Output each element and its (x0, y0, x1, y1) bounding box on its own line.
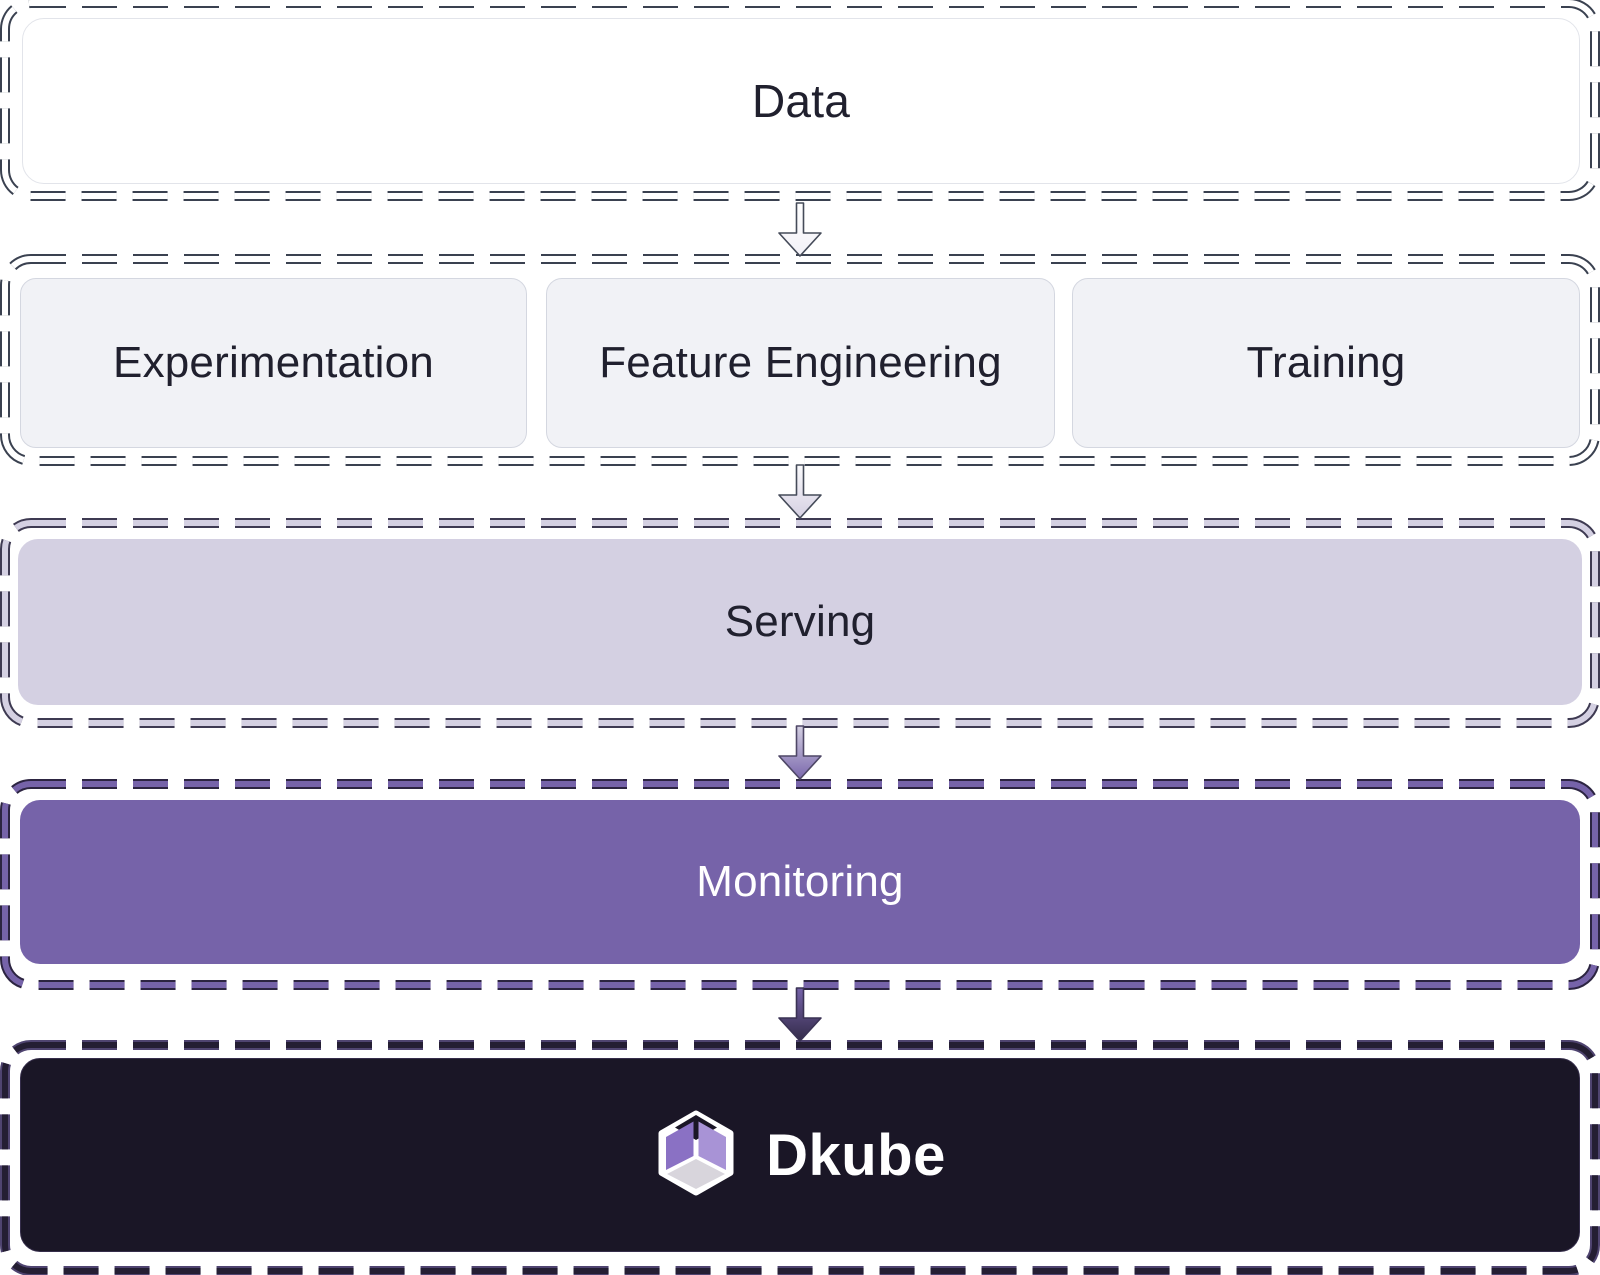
platform-section-dashed-border (0, 1040, 1600, 1275)
stages-section-dashed-border (0, 254, 1600, 466)
serving-label: Serving (724, 597, 876, 646)
experimentation-box: Experimentation (20, 278, 527, 448)
training-box: Training (1072, 278, 1580, 448)
feature-engineering-box: Feature Engineering (546, 278, 1055, 448)
arrow-monitoring-to-platform (778, 987, 822, 1042)
dkube-cube-icon (658, 1110, 734, 1196)
training-label: Training (1246, 338, 1406, 387)
monitoring-label: Monitoring (696, 857, 904, 906)
experimentation-label: Experimentation (113, 338, 434, 387)
serving-section-dashed-border (0, 518, 1600, 728)
data-label: Data (752, 75, 850, 127)
arrow-stages-to-serving (778, 464, 822, 519)
dkube-wordmark: Dkube (766, 1122, 946, 1188)
data-box: Data (22, 18, 1580, 184)
arrow-serving-to-monitoring (778, 725, 822, 780)
feature-engineering-label: Feature Engineering (599, 338, 1002, 387)
data-section-dashed-border (0, 0, 1600, 201)
arrow-data-to-stages (778, 202, 822, 257)
monitoring-section-dashed-border (0, 779, 1600, 990)
monitoring-box: Monitoring (20, 800, 1580, 964)
serving-box: Serving (18, 539, 1582, 705)
dkube-platform-bar: Dkube (20, 1058, 1580, 1252)
